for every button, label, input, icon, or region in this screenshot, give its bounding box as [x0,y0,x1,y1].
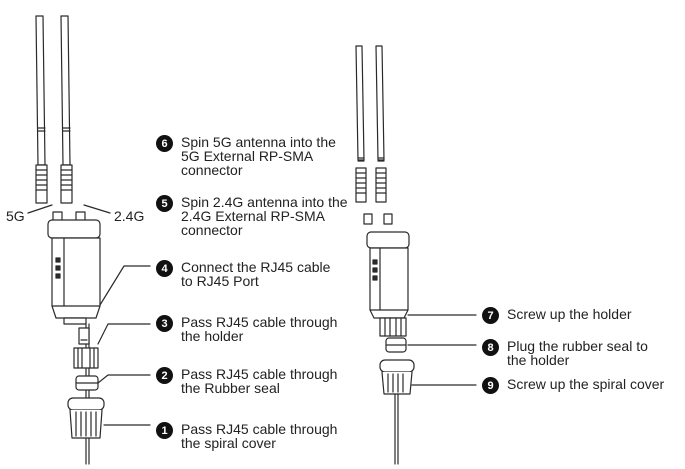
left-device-exploded [35,15,105,465]
step-9-callout: 9 Screw up the spiral cover [482,377,664,394]
step-1-text: Pass RJ45 cable through the spiral cover [181,421,338,451]
step-2-text: Pass RJ45 cable through the Rubber seal [181,366,338,396]
step-8-text: Plug the rubber seal to the holder [507,338,648,368]
step-7-callout: 7 Screw up the holder [482,307,632,324]
right-5g-antenna [355,45,367,203]
step-3-badge: 3 [156,315,173,332]
step-5-callout: 5 Spin 2.4G antenna into the 2.4G Extern… [156,195,348,237]
step-7-text: Screw up the holder [507,306,632,322]
right-device-assembled [355,45,415,465]
band-pointers [27,204,111,214]
band-label-5g: 5G [6,208,25,224]
step-7-badge: 7 [482,307,499,324]
step-5-text: Spin 2.4G antenna into the 2.4G External… [181,194,348,238]
left-5g-antenna [35,15,48,204]
step-3-text: Pass RJ45 cable through the holder [181,314,338,344]
step-6-callout: 6 Spin 5G antenna into the 5G External R… [156,135,336,177]
step-9-badge: 9 [482,377,499,394]
band-label-24g: 2.4G [114,208,145,224]
step-6-badge: 6 [156,135,173,152]
left-holder [73,347,99,369]
step-8-callout: 8 Plug the rubber seal to the holder [482,339,648,367]
right-holder [379,317,407,337]
step-4-callout: 4 Connect the RJ45 cable to RJ45 Port [156,260,330,288]
left-main-body [47,219,101,325]
right-main-body [366,231,410,319]
right-leader-lines [407,314,477,386]
left-spiral-cover [67,397,105,439]
step-1-callout: 1 Pass RJ45 cable through the spiral cov… [156,422,337,450]
step-2-badge: 2 [156,367,173,384]
right-24g-antenna [375,45,387,203]
left-24g-antenna [60,15,73,204]
right-rubber-seal [385,337,407,353]
step-5-badge: 5 [156,195,173,212]
step-4-text: Connect the RJ45 cable to RJ45 Port [181,259,331,289]
step-8-badge: 8 [482,339,499,356]
step-3-callout: 3 Pass RJ45 cable through the holder [156,315,337,343]
left-rj45-plug [78,327,90,345]
right-spiral-cover [379,359,415,395]
step-4-badge: 4 [156,260,173,277]
step-1-badge: 1 [156,422,173,439]
step-2-callout: 2 Pass RJ45 cable through the Rubber sea… [156,367,337,395]
left-rubber-seal [75,375,99,391]
step-9-text: Screw up the spiral cover [507,376,665,392]
left-leader-lines [97,265,151,426]
step-6-text: Spin 5G antenna into the 5G External RP-… [181,134,336,178]
